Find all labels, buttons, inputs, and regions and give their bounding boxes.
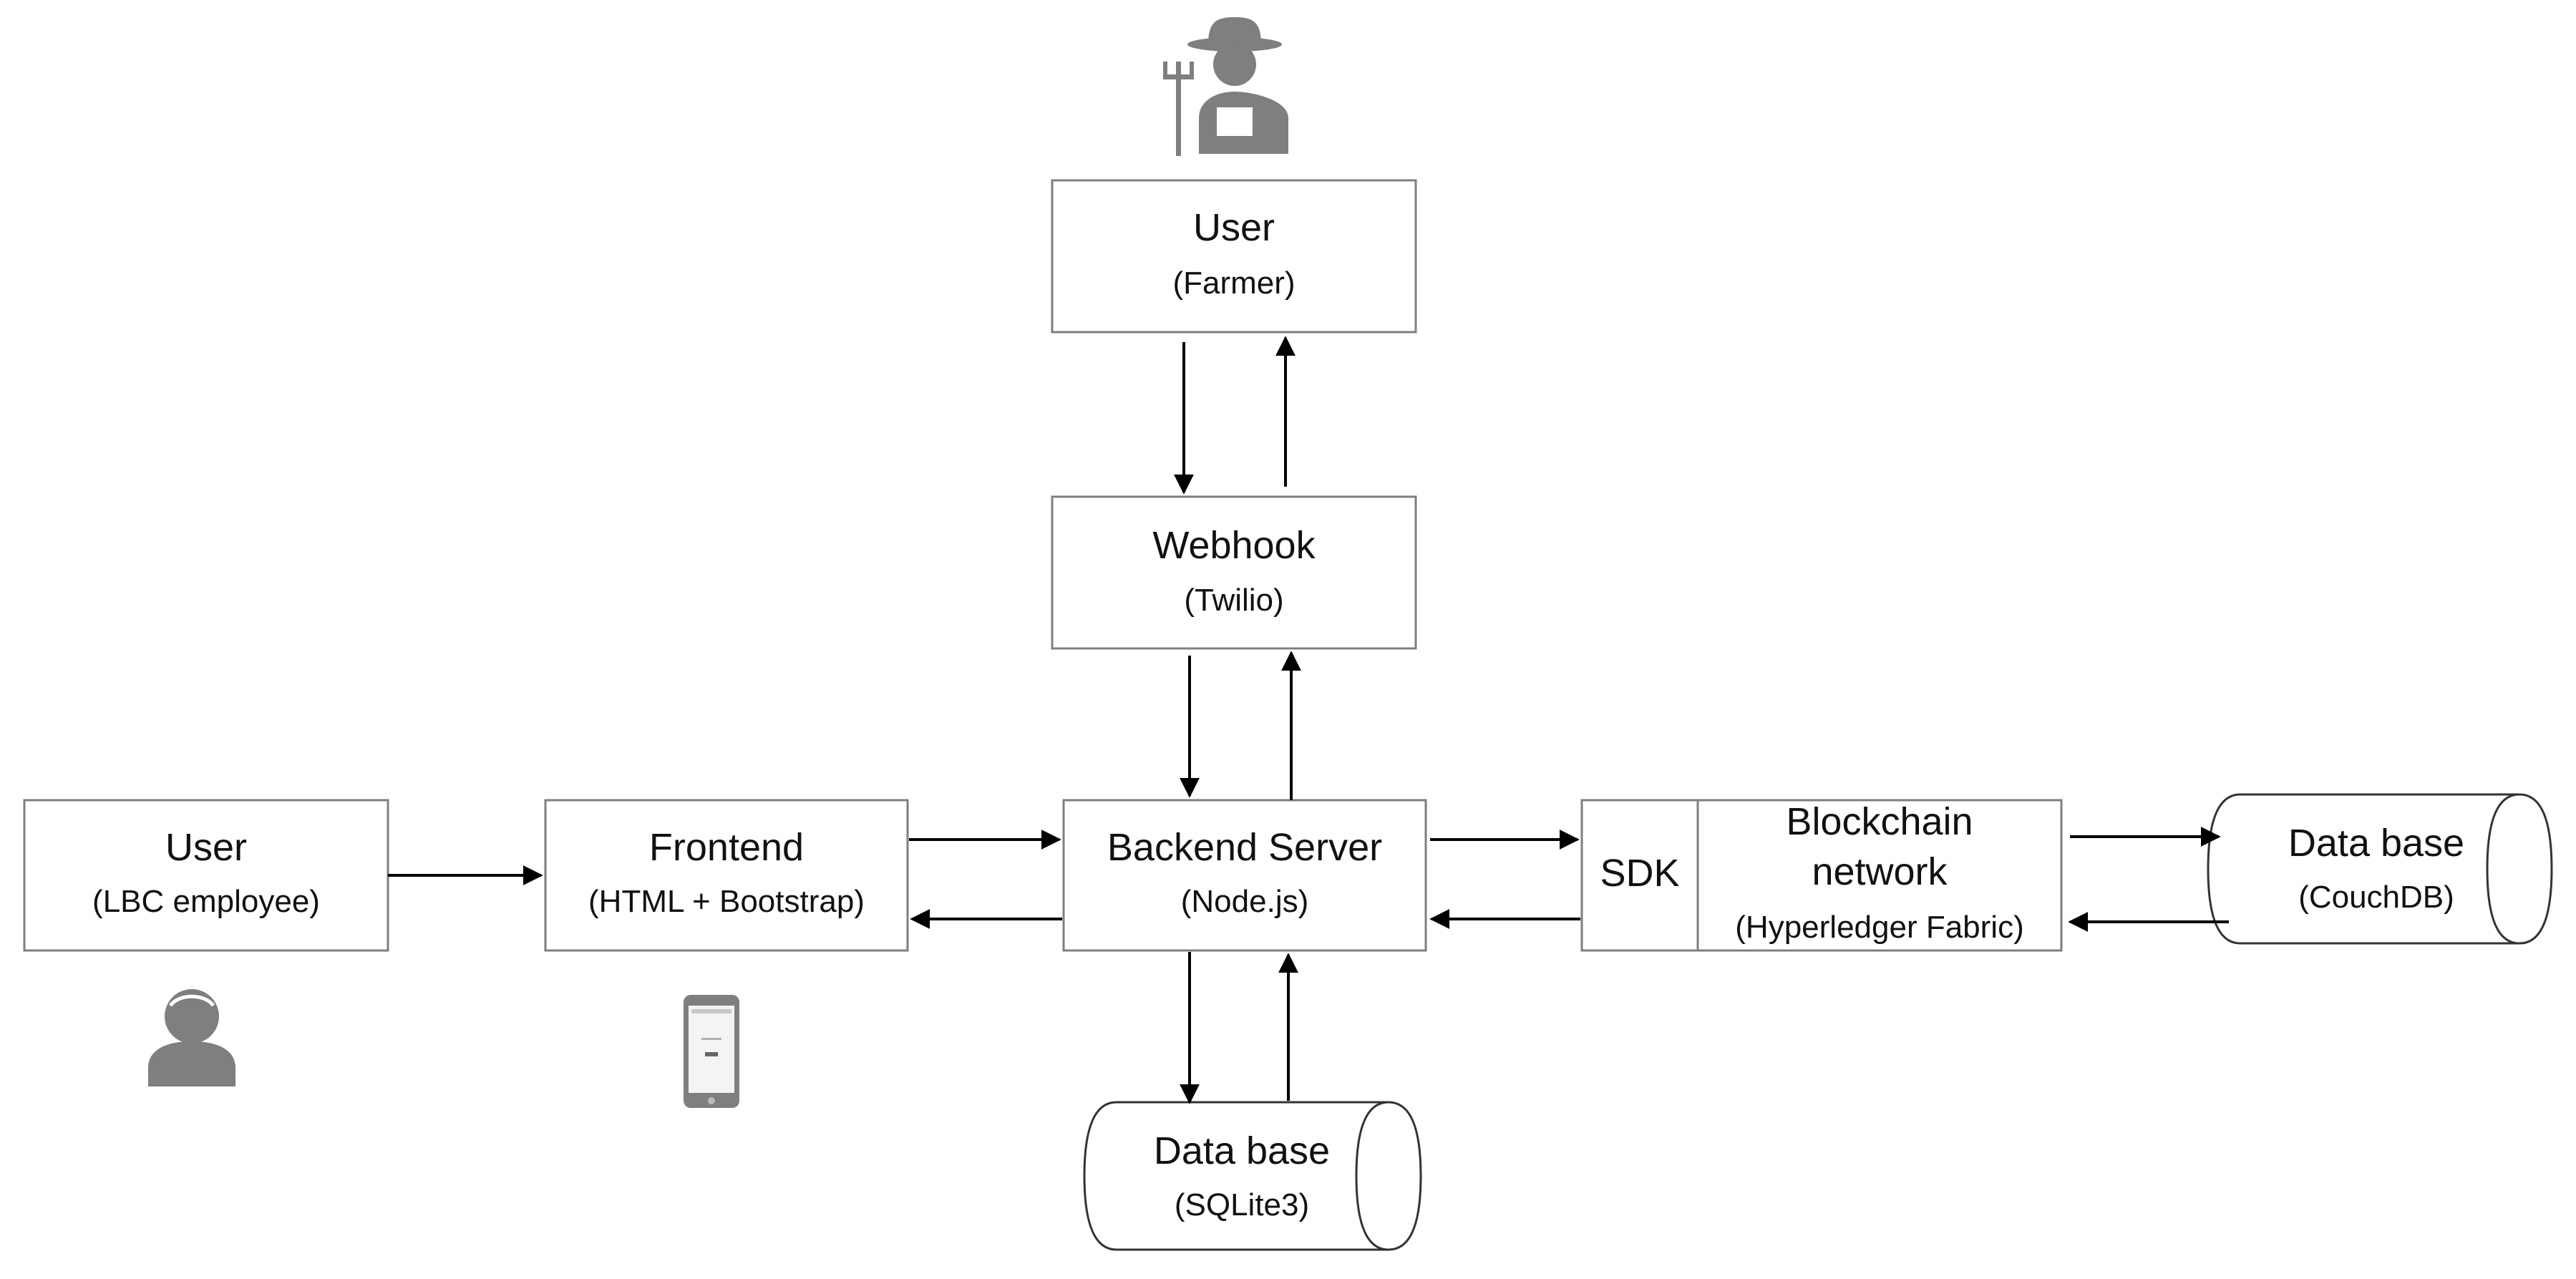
blockchain-network-box: SDK Blockchain network (Hyperledger Fabr… (1580, 799, 2063, 952)
sqlite-title: Data base (1154, 1129, 1330, 1172)
user-farmer-subtitle: (Farmer) (1172, 266, 1295, 301)
backend-title: Backend Server (1107, 826, 1382, 869)
frontend-subtitle: (HTML + Bootstrap) (588, 884, 865, 919)
user-farmer-box: User (Farmer) (1051, 179, 1417, 334)
user-farmer-title: User (1193, 206, 1275, 249)
blockchain-subtitle: (Hyperledger Fabric) (1735, 910, 2023, 945)
backend-subtitle: (Node.js) (1181, 884, 1309, 919)
user-lbc-title: User (165, 826, 247, 869)
farmer-icon (1163, 17, 1288, 156)
sqlite-subtitle: (SQLite3) (1175, 1187, 1309, 1222)
backend-server-box: Backend Server (Node.js) (1062, 799, 1427, 952)
couchdb-title: Data base (2288, 822, 2464, 865)
webhook-subtitle: (Twilio) (1184, 583, 1283, 618)
webhook-box: Webhook (Twilio) (1051, 495, 1417, 650)
webhook-title: Webhook (1152, 524, 1316, 567)
database-couchdb: Data base (CouchDB) (2207, 793, 2553, 945)
blockchain-title-line2: network (1812, 850, 1948, 893)
frontend-box: Frontend (HTML + Bootstrap) (544, 799, 909, 952)
couchdb-subtitle: (CouchDB) (2298, 880, 2454, 915)
database-sqlite: Data base (SQLite3) (1083, 1101, 1422, 1251)
user-lbc-subtitle: (LBC employee) (92, 884, 320, 919)
person-icon (148, 989, 235, 1086)
smartphone-icon (684, 995, 739, 1108)
sdk-label: SDK (1600, 852, 1679, 895)
user-lbc-box: User (LBC employee) (23, 799, 389, 952)
frontend-title: Frontend (649, 826, 804, 869)
blockchain-title-line1: Blockchain (1786, 800, 1973, 843)
